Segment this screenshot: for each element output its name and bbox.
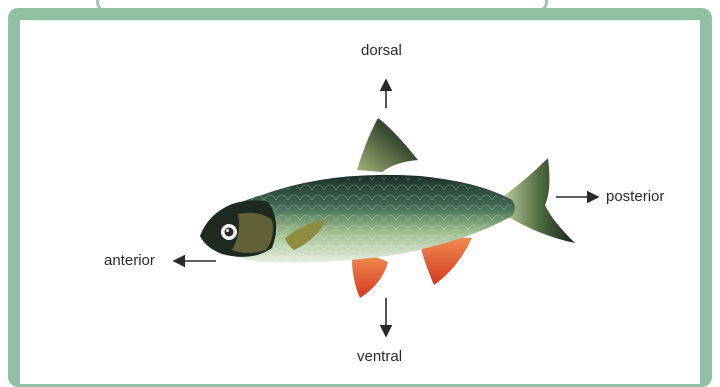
dorsal-label: dorsal: [361, 42, 402, 59]
posterior-label: posterior: [606, 188, 664, 205]
anterior-label: anterior: [104, 252, 155, 269]
dorsal-fin: [357, 118, 418, 172]
ventral-label: ventral: [357, 348, 402, 365]
caudal-fin: [505, 158, 575, 243]
pelvic-fin: [352, 256, 388, 298]
